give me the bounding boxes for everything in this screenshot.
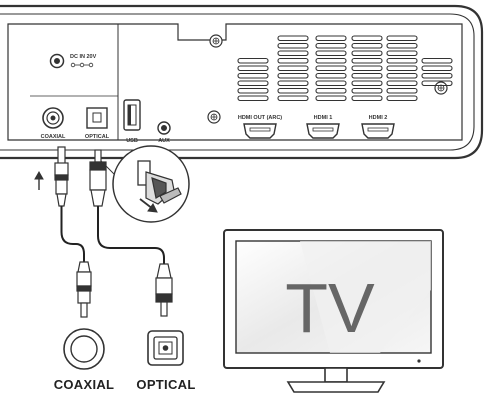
- vent-slot: [386, 80, 418, 87]
- screw-icon: [434, 81, 448, 95]
- vent-slot: [277, 65, 309, 72]
- usb-port[interactable]: [123, 99, 141, 131]
- vent-slot: [277, 95, 309, 102]
- vent-slot: [277, 57, 309, 64]
- tv-stand: [286, 367, 386, 393]
- polarity-icon: [70, 62, 94, 68]
- vent-slot: [351, 87, 383, 94]
- coaxial-port[interactable]: [42, 107, 64, 129]
- vent-slot: [315, 57, 347, 64]
- vent-slot: [277, 50, 309, 57]
- vent-slot: [421, 72, 453, 79]
- vent-slot: [386, 72, 418, 79]
- dc-power-jack: [49, 53, 65, 69]
- vent-slot: [315, 42, 347, 49]
- vent-grille: [237, 35, 453, 102]
- vent-slot: [351, 65, 383, 72]
- optical-port[interactable]: [86, 107, 108, 129]
- screw-icon: [207, 110, 221, 124]
- vent-slot: [315, 65, 347, 72]
- hdmi-1-label: HDMI 1: [314, 115, 333, 121]
- vent-slot: [315, 87, 347, 94]
- vent-slot: [237, 87, 269, 94]
- coaxial-connector-end-view: [63, 328, 105, 370]
- vent-slot: [386, 35, 418, 42]
- vent-slot: [315, 50, 347, 57]
- vent-slot: [237, 72, 269, 79]
- vent-slot: [386, 57, 418, 64]
- coaxial-port-label: COAXIAL: [41, 134, 66, 140]
- vent-slot: [237, 80, 269, 87]
- hdmi-2-label: HDMI 2: [369, 115, 388, 121]
- dust-cap-icon: [145, 171, 182, 205]
- power-label: DC IN 20V: [70, 54, 97, 60]
- vent-slot: [277, 35, 309, 42]
- coaxial-caption: COAXIAL: [54, 377, 115, 392]
- cap-removal-callout: [100, 145, 190, 223]
- vent-slot: [351, 57, 383, 64]
- vent-slot: [351, 72, 383, 79]
- vent-slot: [237, 65, 269, 72]
- aux-port-label: AUX: [158, 138, 170, 144]
- optical-plug-bottom: [155, 263, 173, 317]
- up-arrow-icon: [34, 170, 44, 190]
- vent-slot: [315, 80, 347, 87]
- vent-slot: [351, 50, 383, 57]
- vent-slot: [277, 80, 309, 87]
- tv-power-led: [417, 359, 421, 363]
- remove-cap-arrow-icon: [139, 198, 158, 213]
- optical-caption: OPTICAL: [136, 377, 195, 392]
- hdmi-out-arc-port[interactable]: [243, 123, 277, 139]
- vent-slot: [421, 80, 453, 87]
- soundbar-rear-panel: [0, 4, 484, 160]
- screw-icon: [209, 34, 223, 48]
- vent-slot: [277, 87, 309, 94]
- vent-slot: [351, 35, 383, 42]
- vent-slot: [315, 95, 347, 102]
- vent-slot: [421, 57, 453, 64]
- optical-cable: [97, 206, 165, 264]
- vent-slot: [277, 72, 309, 79]
- vent-slot: [351, 95, 383, 102]
- aux-port[interactable]: [157, 121, 171, 135]
- optical-plug-top: [89, 149, 107, 207]
- coaxial-plug-bottom: [76, 261, 92, 318]
- vent-slot: [315, 72, 347, 79]
- usb-port-label: USB: [126, 138, 138, 144]
- vent-slot: [386, 50, 418, 57]
- vent-slot: [351, 42, 383, 49]
- coaxial-cable: [60, 206, 85, 262]
- hdmi-1-port[interactable]: [306, 123, 340, 139]
- vent-slot: [315, 35, 347, 42]
- vent-slot: [386, 87, 418, 94]
- vent-slot: [277, 42, 309, 49]
- tv-illustration: [223, 229, 444, 393]
- vent-slot: [237, 95, 269, 102]
- tv-screen-text: TV: [285, 269, 375, 347]
- vent-slot: [386, 42, 418, 49]
- vent-slot: [237, 57, 269, 64]
- optical-connector-end-view: [147, 330, 184, 366]
- hdmi-2-port[interactable]: [361, 123, 395, 139]
- optical-port-label: OPTICAL: [85, 134, 110, 140]
- hdmi-out-arc-label: HDMI OUT (ARC): [238, 115, 282, 121]
- vent-slot: [386, 95, 418, 102]
- vent-slot: [421, 65, 453, 72]
- vent-slot: [351, 80, 383, 87]
- vent-slot: [386, 65, 418, 72]
- coaxial-plug-top: [54, 146, 69, 207]
